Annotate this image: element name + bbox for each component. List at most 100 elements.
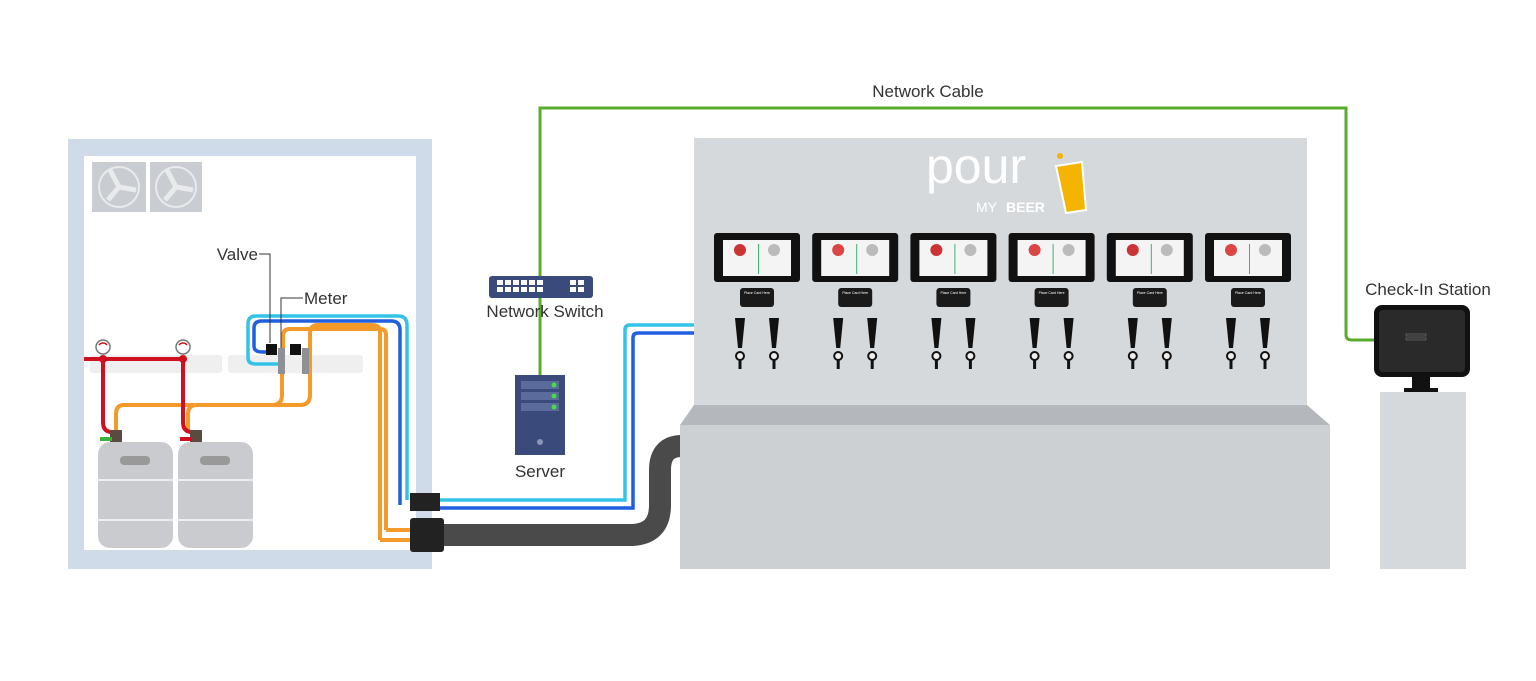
card-reader[interactable] xyxy=(1231,288,1265,307)
beer-glass-icon xyxy=(1054,160,1088,215)
beer-logo-icon xyxy=(930,244,943,256)
switch-port xyxy=(529,280,535,285)
switch-port xyxy=(505,280,511,285)
beer-menu-display[interactable] xyxy=(1017,240,1086,276)
card-reader-text: Place Card Here xyxy=(842,291,868,295)
check-in-stand xyxy=(1412,376,1430,390)
meter-label: Meter xyxy=(304,289,348,308)
blue-line xyxy=(252,319,694,510)
tap-handle[interactable] xyxy=(1029,318,1040,369)
network-switch-icon xyxy=(489,276,593,298)
tap-station: Place Card Here xyxy=(1106,233,1193,369)
beer-menu-display[interactable] xyxy=(919,240,988,276)
keg-icon xyxy=(98,430,173,548)
meter-icon xyxy=(278,348,285,374)
counter-body xyxy=(680,425,1330,569)
switch-port xyxy=(513,280,519,285)
divider xyxy=(1249,244,1250,274)
beer-logo-icon xyxy=(1160,244,1173,256)
tap-handle[interactable] xyxy=(965,318,976,369)
valve-leader xyxy=(259,253,271,343)
network-cable-label: Network Cable xyxy=(872,82,984,101)
switch-port xyxy=(513,287,519,292)
network-switch-label: Network Switch xyxy=(486,302,603,321)
card-reader[interactable] xyxy=(740,288,774,307)
logo-sub-light: MY xyxy=(976,199,998,215)
fan-icon xyxy=(150,162,202,212)
beer-logo-icon xyxy=(1028,244,1041,256)
beer-logo-icon xyxy=(1062,244,1075,256)
beer-logo-icon xyxy=(964,244,977,256)
shelf xyxy=(228,355,363,373)
tap-handle[interactable] xyxy=(1127,318,1138,369)
switch-port xyxy=(537,287,543,292)
beer-logo-icon xyxy=(768,244,780,256)
tap-handle[interactable] xyxy=(1226,318,1236,369)
card-reader[interactable] xyxy=(936,288,971,307)
tap-handle[interactable] xyxy=(833,318,844,369)
card-reader-text: Place Card Here xyxy=(1235,291,1261,295)
tap-handle[interactable] xyxy=(735,318,745,369)
server-label: Server xyxy=(515,462,565,481)
tap-station: Place Card Here xyxy=(910,233,997,369)
tap-station: Place Card Here xyxy=(1205,233,1291,369)
tap-station: Place Card Here xyxy=(714,233,800,369)
switch-port xyxy=(497,280,503,285)
password-field[interactable] xyxy=(1405,337,1427,341)
divider xyxy=(1052,244,1054,274)
beer-line xyxy=(114,323,382,540)
beer-menu-display[interactable] xyxy=(1214,240,1282,276)
counter-top xyxy=(680,405,1330,425)
tap-handle[interactable] xyxy=(769,318,779,369)
beer-logo-icon xyxy=(866,244,879,256)
card-reader[interactable] xyxy=(1132,288,1167,307)
tap-handle[interactable] xyxy=(1161,318,1172,369)
divider xyxy=(856,244,858,274)
check-in-stand-base xyxy=(1404,388,1438,392)
divider xyxy=(1150,244,1152,274)
check-in-pedestal xyxy=(1380,392,1466,569)
switch-port xyxy=(578,287,584,292)
switch-port xyxy=(570,280,576,285)
tap-handle[interactable] xyxy=(931,318,942,369)
network-cable xyxy=(538,106,1376,342)
card-reader-text: Place Card Here xyxy=(1137,291,1163,295)
divider xyxy=(758,244,759,274)
tap-handle[interactable] xyxy=(1260,318,1270,369)
switch-port xyxy=(505,287,511,292)
card-reader-text: Place Card Here xyxy=(1039,291,1065,295)
valve-label: Valve xyxy=(217,245,258,264)
switch-port xyxy=(570,287,576,292)
card-reader[interactable] xyxy=(838,288,873,307)
wall-port xyxy=(410,493,440,511)
card-reader-text: Place Card Here xyxy=(744,291,770,295)
beer-menu-display[interactable] xyxy=(821,240,890,276)
pressure-gauge-icon xyxy=(95,339,111,363)
meter-leader xyxy=(280,297,303,348)
tap-handle[interactable] xyxy=(867,318,878,369)
card-reader-text: Place Card Here xyxy=(940,291,966,295)
logo-word: pour xyxy=(926,138,1026,194)
beer-line xyxy=(380,528,412,542)
check-in-screen[interactable] xyxy=(1379,310,1465,372)
switch-port xyxy=(521,287,527,292)
logo-sub-bold: BEER xyxy=(1006,199,1045,215)
keg-icon xyxy=(178,430,253,548)
meter-icon xyxy=(302,348,309,374)
tap-handle[interactable] xyxy=(1063,318,1074,369)
beer-menu-display[interactable] xyxy=(1115,240,1184,276)
tap-station: Place Card Here xyxy=(1008,233,1095,369)
beer-logo-icon xyxy=(1126,244,1139,256)
beer-menu-display[interactable] xyxy=(723,240,791,276)
username-field[interactable] xyxy=(1405,333,1427,337)
beer-logo-icon xyxy=(734,244,746,256)
beer-line xyxy=(281,327,388,530)
beer-trunk-hose xyxy=(432,435,683,546)
switch-port xyxy=(578,280,584,285)
tap-station: Place Card Here xyxy=(812,233,899,369)
switch-port xyxy=(521,280,527,285)
valve-icon xyxy=(266,344,277,355)
divider xyxy=(954,244,956,274)
card-reader[interactable] xyxy=(1034,288,1069,307)
